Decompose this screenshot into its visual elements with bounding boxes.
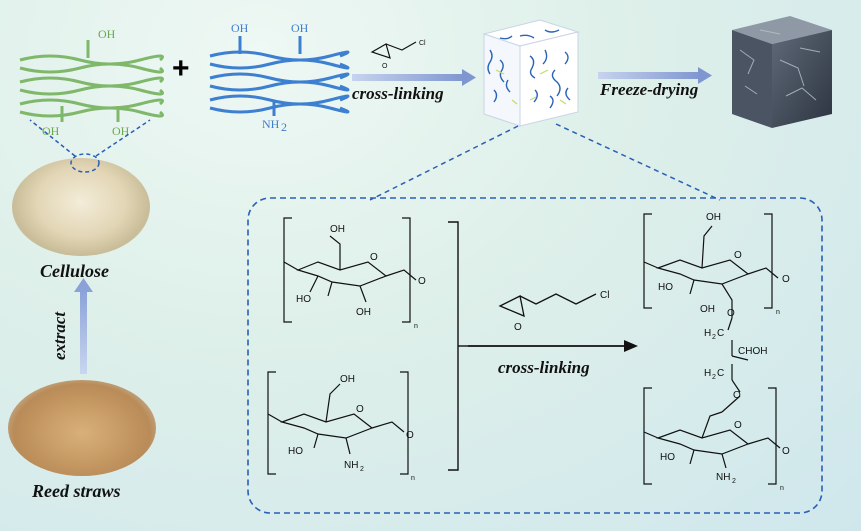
svg-text:NH: NH (344, 460, 358, 471)
svg-text:HO: HO (658, 282, 673, 293)
svg-text:n: n (776, 309, 780, 316)
cellulose-photo (12, 158, 150, 256)
cross-linking-top-label: cross-linking (352, 84, 444, 103)
svg-text:n: n (414, 323, 418, 330)
svg-text:OH: OH (340, 374, 355, 385)
svg-text:O: O (734, 420, 742, 431)
chitosan-fiber-bundle (209, 36, 350, 116)
svg-text:HO: HO (660, 452, 675, 463)
svg-text:OH: OH (112, 124, 130, 138)
svg-text:O: O (382, 63, 388, 70)
epichlorohydrin-mid (498, 293, 597, 318)
svg-text:HO: HO (296, 294, 311, 305)
chitosan-repeat-unit (267, 371, 409, 475)
svg-text:OH: OH (98, 27, 116, 41)
svg-text:H: H (704, 328, 711, 339)
svg-text:O: O (727, 308, 735, 319)
svg-text:2: 2 (360, 466, 364, 473)
svg-text:O: O (406, 430, 414, 441)
svg-text:OH: OH (356, 307, 371, 318)
svg-text:n: n (411, 475, 415, 482)
svg-text:O: O (734, 250, 742, 261)
svg-text:Cl: Cl (600, 290, 609, 301)
detail-frame (247, 197, 823, 514)
svg-text:HO: HO (288, 446, 303, 457)
plus-sign: + (172, 52, 190, 85)
cellulose-label: Cellulose (40, 261, 110, 281)
svg-text:O: O (733, 390, 741, 401)
svg-text:C: C (717, 368, 724, 379)
hydrogel-cube (482, 19, 580, 127)
svg-text:Cl: Cl (419, 40, 426, 47)
svg-text:OH: OH (42, 124, 60, 138)
svg-text:H: H (704, 368, 711, 379)
svg-text:O: O (418, 276, 426, 287)
epichlorohydrin-top (370, 41, 417, 59)
svg-text:OH: OH (706, 212, 721, 223)
svg-text:O: O (370, 252, 378, 263)
svg-text:2: 2 (732, 478, 736, 485)
crosslinked-product (643, 213, 781, 485)
svg-text:O: O (356, 404, 364, 415)
svg-text:O: O (514, 322, 522, 333)
svg-text:2: 2 (712, 374, 716, 381)
svg-text:OH: OH (330, 224, 345, 235)
svg-text:CHOH: CHOH (738, 346, 767, 357)
svg-text:2: 2 (281, 120, 287, 134)
svg-text:NH: NH (716, 472, 730, 483)
svg-text:NH: NH (262, 117, 280, 131)
svg-text:O: O (782, 274, 790, 285)
reed-straws-label: Reed straws (32, 481, 121, 501)
cross-linking-mid-label: cross-linking (498, 358, 590, 377)
aerogel-cube (732, 16, 832, 128)
svg-text:C: C (717, 328, 724, 339)
reed-straws-photo (8, 380, 156, 476)
svg-text:OH: OH (700, 304, 715, 315)
svg-text:OH: OH (291, 21, 309, 35)
svg-text:OH: OH (231, 21, 249, 35)
cellulose-repeat-unit (283, 217, 417, 323)
svg-text:n: n (780, 485, 784, 492)
cellulose-fiber-bundle (19, 40, 164, 122)
freeze-drying-label: Freeze-drying (600, 80, 699, 99)
svg-text:O: O (782, 446, 790, 457)
svg-text:2: 2 (712, 334, 716, 341)
